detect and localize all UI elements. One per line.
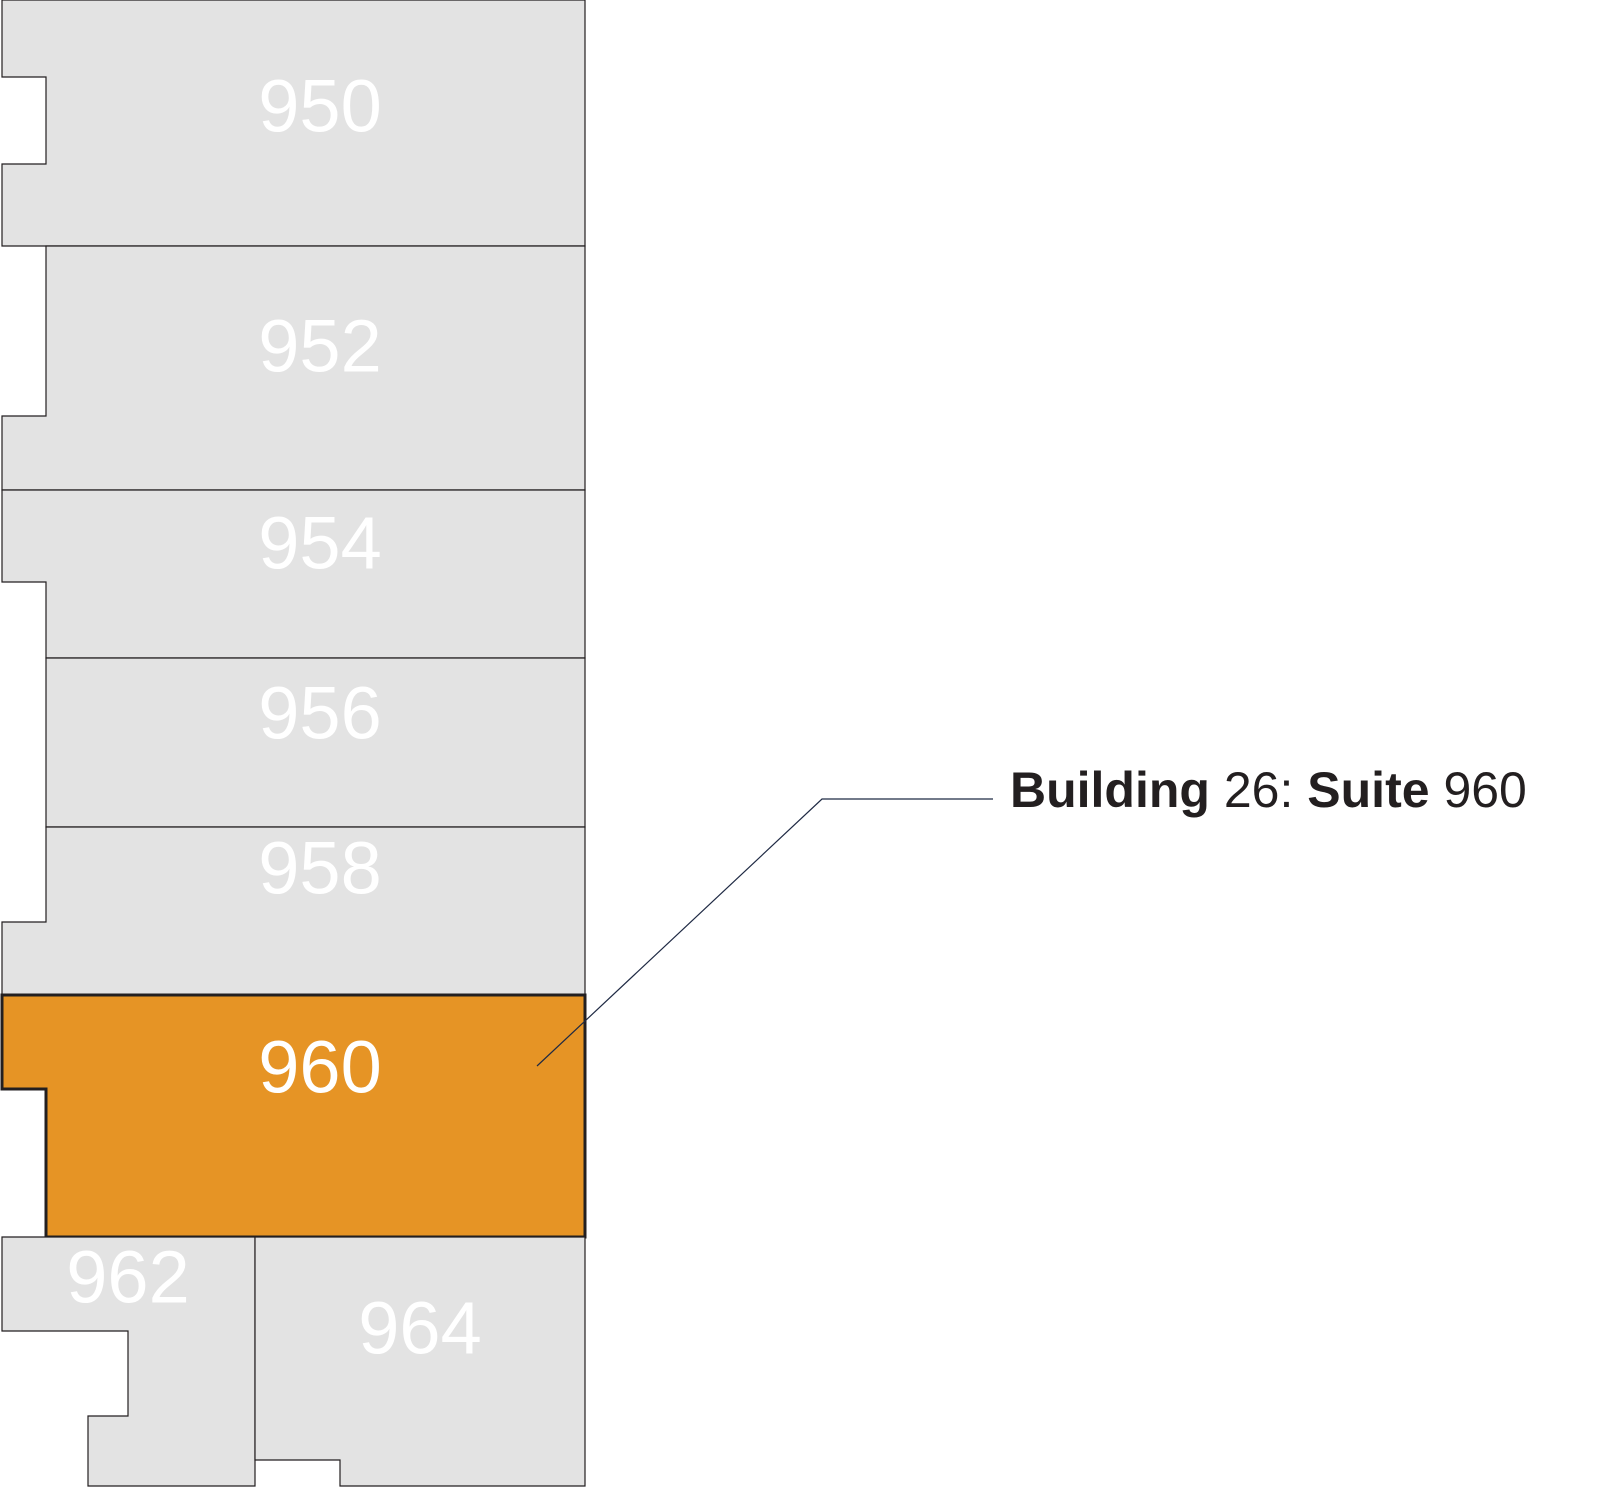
callout-leader-line — [536, 798, 993, 1067]
suite-label-954: 954 — [258, 502, 381, 585]
callout-suite-word: Suite — [1307, 762, 1430, 818]
suite-label-964: 964 — [358, 1287, 481, 1370]
suite-label-960: 960 — [258, 1026, 381, 1109]
suite-callout: Building 26: Suite 960 — [1010, 762, 1527, 818]
callout-suite-number: 960 — [1443, 762, 1527, 818]
callout-building-word: Building — [1010, 762, 1210, 818]
callout-building-number: 26: — [1223, 762, 1294, 818]
suite-label-962: 962 — [66, 1236, 189, 1319]
suite-label-958: 958 — [258, 827, 381, 910]
suite-950[interactable] — [1, 0, 586, 247]
suite-label-956: 956 — [258, 672, 381, 755]
suite-label-952: 952 — [258, 305, 381, 388]
suites-layer: 950 952 954 956 958 960 962 964 — [0, 0, 587, 1487]
suite-label-950: 950 — [258, 65, 381, 148]
suite-964[interactable] — [254, 1236, 586, 1487]
